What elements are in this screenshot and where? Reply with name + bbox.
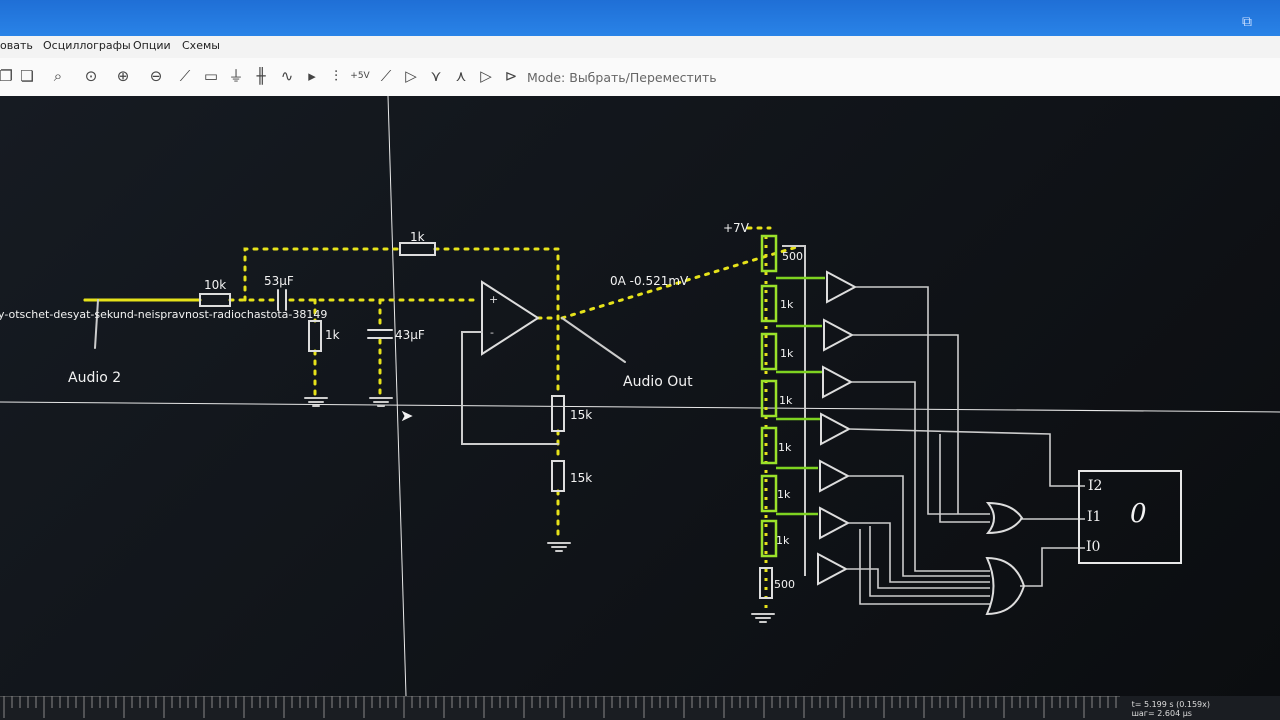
circuit-diagram: + - (0, 96, 1280, 696)
resistor-15k-top (551, 395, 565, 432)
ground-symbols (304, 397, 775, 623)
crosshair-horizontal (0, 401, 1280, 413)
restore-window-icon[interactable]: ⧉ (1242, 14, 1252, 30)
resistor-icon[interactable]: ▭ (203, 67, 219, 85)
or-gate-4 (985, 556, 1026, 616)
r-ground-label: 1k (325, 328, 340, 342)
mouse-cursor-icon: ➤ (400, 406, 414, 425)
resistor-ladder (759, 234, 1182, 616)
logic-wires (846, 286, 1085, 605)
input-file-label: y-otschet-desyat-sekund-neispravnost-rad… (0, 308, 328, 321)
menu-options[interactable]: Опции (133, 39, 171, 52)
menu-scopes[interactable]: Осциллографы (43, 39, 131, 52)
buffer-icon[interactable]: ▷ (480, 67, 492, 85)
menu-circuits[interactable]: Схемы (182, 39, 220, 52)
zoom-fit-icon[interactable]: ⊙ (84, 67, 98, 85)
ladder-r3-label: 1k (779, 394, 793, 407)
battery-icon[interactable]: ⫶ (334, 67, 338, 85)
ladder-r7-label: 500 (774, 578, 795, 591)
ladder-r1-label: 1k (780, 298, 794, 311)
inductor-icon[interactable]: ∿ (280, 67, 294, 85)
resistor-10k (199, 293, 231, 307)
status-readout: t= 5.199 s (0.159x) шаг= 2.604 µs (1132, 700, 1210, 718)
encoder-block (1078, 470, 1182, 564)
mode-status: Mode: Выбрать/Переместить (527, 70, 717, 85)
opamp (481, 280, 540, 356)
r-div-bottom-label: 15k (570, 471, 593, 485)
copy-icon[interactable]: ❐ (0, 67, 13, 85)
ladder-r2-label: 1k (780, 347, 794, 360)
toolbar: ❐ ❏ ⌕ ⊙ ⊕ ⊖ ⟋ ▭ ⏚ ╫ ∿ ▸ ⫶ +5V ⟋ ▷ ⋎ ⋏ ▷ … (0, 58, 1280, 97)
encoder-input-i2: I2 (1088, 478, 1103, 494)
wire-icon[interactable]: ⟋ (179, 67, 191, 85)
encoder-input-i1: I1 (1087, 509, 1102, 525)
status-time: t= 5.199 s (0.159x) (1131, 700, 1210, 709)
or-gate-2 (985, 501, 1024, 535)
timeline-ruler (0, 696, 1120, 718)
window-titlebar: ⧉ (0, 0, 1280, 38)
npn-transistor-icon[interactable]: ⋎ (430, 67, 442, 85)
r-input-label: 10k (204, 278, 227, 292)
pnp-transistor-icon[interactable]: ⋏ (455, 67, 467, 85)
switch-icon[interactable]: ⟋ (380, 67, 392, 85)
search-icon[interactable]: ⌕ (53, 67, 63, 85)
circuit-canvas[interactable]: + - (0, 96, 1280, 696)
zoom-out-icon[interactable]: ⊖ (149, 67, 163, 85)
voltage-rail-icon[interactable]: +5V (350, 71, 370, 81)
ladder-r6-label: 1k (776, 534, 790, 547)
active-wires (83, 226, 802, 543)
paste-icon[interactable]: ❏ (20, 67, 34, 85)
resistor-1k-feedback (399, 242, 436, 256)
ground-icon[interactable]: ⏚ (228, 67, 244, 85)
encoder-output-value: 0 (1130, 499, 1147, 529)
menu-edit[interactable]: овать (0, 39, 33, 52)
ladder-r0-label: 500 (782, 250, 803, 263)
menu-bar: овать Осциллографы Опции Схемы (0, 36, 1280, 59)
status-step: шаг= 2.604 µs (1131, 709, 1192, 718)
r-feedback-label: 1k (410, 230, 425, 244)
audio-out-label: Audio Out (623, 374, 693, 390)
ladder-r5-label: 1k (777, 488, 791, 501)
c-ground-label: 43µF (395, 328, 425, 342)
comparators (817, 270, 858, 586)
supply-label: +7V (723, 221, 749, 235)
svg-text:+: + (489, 293, 498, 306)
diode-icon[interactable]: ▸ (308, 67, 316, 85)
input-probe (94, 299, 99, 349)
opamp-icon[interactable]: ▷ (405, 67, 417, 85)
c-series-label: 53µF (264, 274, 294, 288)
ladder-r4-label: 1k (778, 441, 792, 454)
audio2-label: Audio 2 (68, 370, 122, 386)
resistor-1k-ground (308, 320, 322, 352)
output-icon[interactable]: ⊳ (504, 67, 518, 85)
zoom-in-icon[interactable]: ⊕ (116, 67, 130, 85)
timeline-area: t= 5.199 s (0.159x) шаг= 2.604 µs (0, 696, 1280, 720)
encoder-input-i0: I0 (1086, 539, 1101, 555)
capacitor-icon[interactable]: ╫ (256, 67, 266, 85)
audio-out-wire (561, 317, 626, 363)
r-div-top-label: 15k (570, 408, 593, 422)
svg-text:-: - (490, 326, 494, 339)
resistor-15k-bottom (551, 460, 565, 492)
crosshair-vertical (387, 96, 407, 696)
opamp-feedback-wire (461, 331, 559, 445)
current-probe-label: 0A -0.521mV (610, 274, 689, 288)
input-stage: + - (83, 226, 802, 623)
